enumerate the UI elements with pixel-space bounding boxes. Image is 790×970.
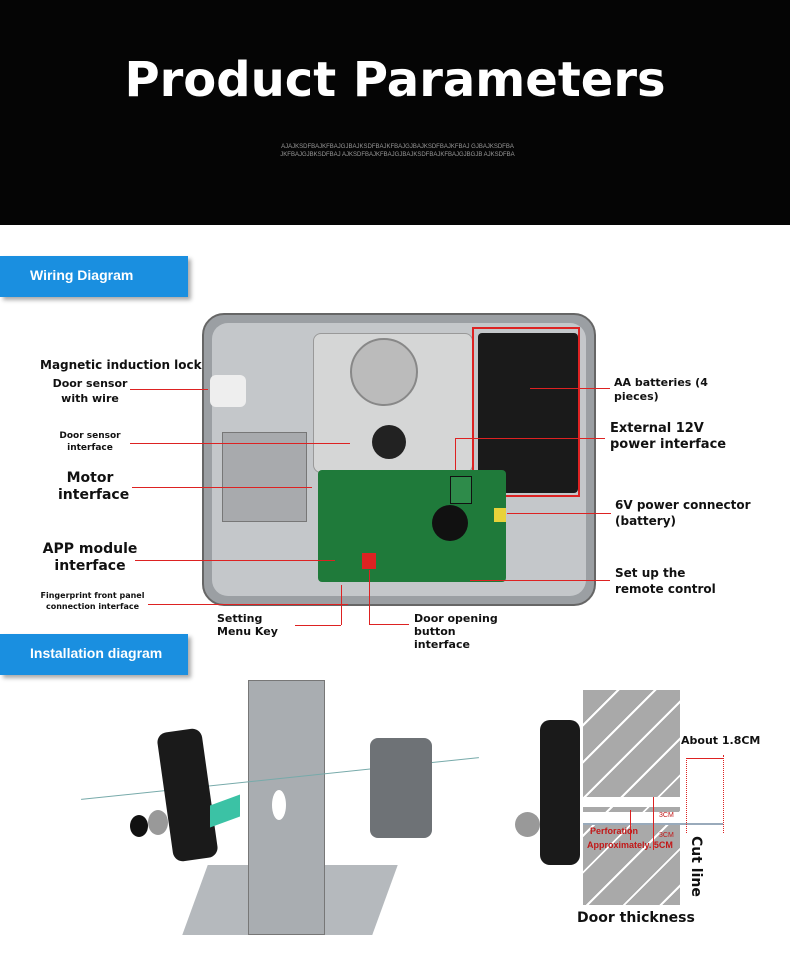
label-door-sensor-wire: Door sensor with wire [52,377,128,405]
callout-line [295,625,341,626]
callout-line [530,388,610,389]
cm-label-2: 3CM [659,832,674,839]
measure-line [653,797,654,850]
battery-highlight [472,327,580,497]
callout-line [369,624,409,625]
knob-cylinder [148,810,168,835]
red-connector [362,553,376,569]
yellow-connector [494,508,506,522]
magnetic-sensor [210,375,246,407]
filler-text: AJAJKSDFBAJKFBAJGJBAJKSDFBAJKFBAJGJBAJKS… [280,144,515,158]
label-setting-menu-key: Setting Menu Key [217,612,278,638]
callout-line [130,389,208,390]
header-banner [0,0,790,225]
door-thickness-label: Door thickness [577,910,695,926]
motor [350,338,418,406]
latch-bolt [222,432,307,522]
label-app-module: APP module interface [42,541,138,574]
fingerprint-panel [156,727,219,863]
about-1-8cm: About 1.8CM [681,734,761,747]
callout-line [130,443,350,444]
callout-line [507,513,611,514]
cut-line-label: Cut line [688,836,704,897]
callout-line [132,487,312,488]
battery-holder [478,333,578,493]
cm-label-1: 3CM [659,812,674,819]
terminal-block [450,476,472,504]
callout-line [470,580,610,581]
label-external-12v: External 12V power interface [610,421,727,452]
label-fingerprint-interface: Fingerprint front panel connection inter… [40,591,145,611]
label-magnetic-lock: Magnetic induction lock [40,358,202,372]
fingerprint-panel-side [540,720,580,865]
circuit-board [318,470,506,582]
dotted-line [723,755,724,833]
callout-line [341,585,342,625]
label-door-button-interface: Door opening button interface [414,612,498,651]
callout-line [148,604,348,605]
gasket [210,794,240,828]
hole-mid [583,812,680,824]
wiring-diagram-tab: Wiring Diagram [0,256,188,297]
callout-line [135,560,335,561]
callout-line [369,570,370,624]
knob-side [515,812,540,837]
door-panel [248,680,325,935]
buzzer [432,505,468,541]
door-hole [272,790,286,820]
label-remote-control: Set up the remote control [615,566,716,596]
callout-line [455,438,456,470]
knob [130,815,148,837]
installation-diagram-tab: Installation diagram [0,634,188,675]
perforation-label: Perforation [590,826,639,836]
label-aa-batteries: AA batteries (4 pieces) [614,376,708,403]
label-door-sensor-interface: Door sensor interface [59,431,121,453]
measure-line [630,810,631,840]
label-motor-interface: Motor interface [58,470,130,503]
measure-line [686,758,724,759]
approx-5cm-label: Approximately. 5CM [587,840,673,850]
hole-top [583,797,680,807]
gear [372,425,406,459]
dotted-line [686,758,687,833]
page-title: Product Parameters [124,52,666,108]
lock-body [370,738,432,838]
callout-line [455,438,605,439]
label-6v-connector: 6V power connector (battery) [615,498,751,528]
